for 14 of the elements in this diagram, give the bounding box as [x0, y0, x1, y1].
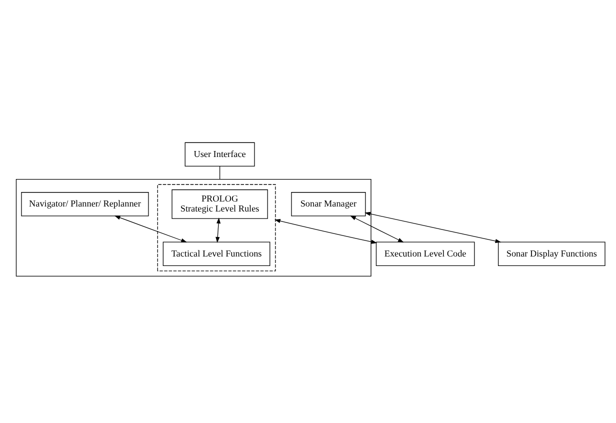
cluster — [157, 184, 276, 271]
arrow — [114, 215, 188, 242]
arrow — [274, 218, 378, 244]
node-box: Sonar Display Functions — [498, 241, 606, 266]
arrow — [216, 217, 221, 242]
node-box: Execution Level Code — [376, 241, 475, 266]
node-box: Sonar Manager — [291, 192, 366, 216]
arrow — [364, 211, 502, 243]
node-box: Navigator/ Planner/ Replanner — [21, 192, 149, 216]
node-box: User Interface — [184, 142, 255, 166]
connector — [219, 165, 220, 180]
node-box: Tactical Level Functions — [162, 241, 270, 266]
arrow — [350, 215, 404, 242]
node-box: PROLOG Strategic Level Rules — [172, 188, 268, 218]
